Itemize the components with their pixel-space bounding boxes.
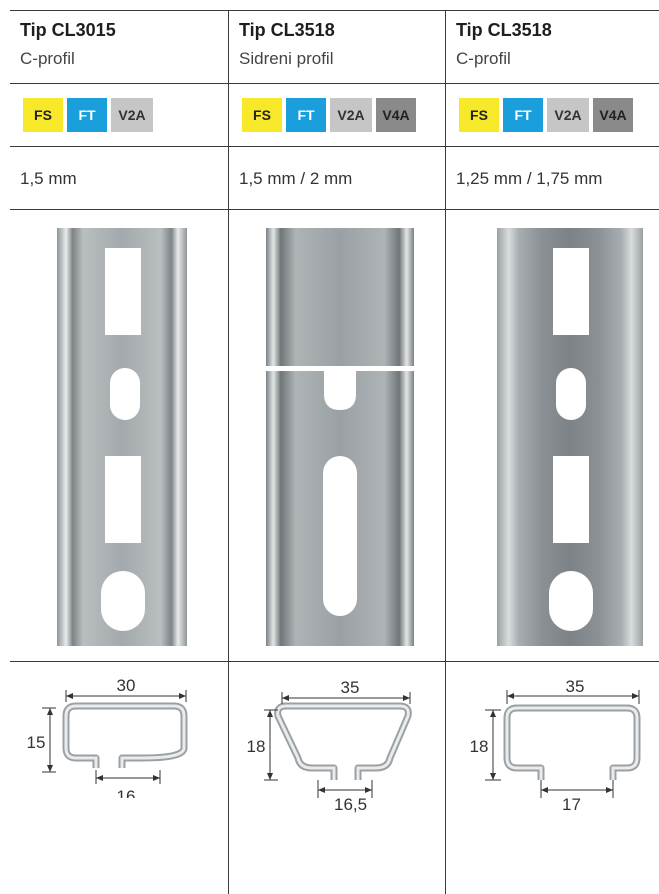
thickness-row-rule bbox=[10, 146, 659, 147]
cross-section-diagram: 35 18 bbox=[247, 678, 412, 798]
cross-section-diagram: 35 18 bbox=[470, 677, 641, 798]
dimension-width: 35 bbox=[566, 677, 585, 696]
dimension-height: 15 bbox=[27, 733, 46, 752]
badge-row-rule bbox=[10, 83, 659, 84]
column-subtitle: C-profil bbox=[456, 49, 511, 68]
column-title: Tip CL3518 bbox=[456, 20, 552, 40]
image-row-rule bbox=[10, 209, 659, 210]
dimension-width: 35 bbox=[341, 678, 360, 697]
badge-fs: FS bbox=[459, 98, 499, 132]
profile-rail-image bbox=[497, 228, 643, 646]
material-thickness: 1,5 mm bbox=[20, 169, 77, 188]
badge-v4a: V4A bbox=[376, 98, 416, 132]
top-rule bbox=[10, 10, 659, 11]
profile-rail-image bbox=[266, 228, 414, 646]
badge-v2a: V2A bbox=[111, 98, 153, 132]
column-title: Tip CL3518 bbox=[239, 20, 335, 40]
dimension-opening: 17 bbox=[562, 795, 581, 814]
material-badges: FS FT V2A bbox=[23, 98, 153, 132]
column-cl3518-anchor-profile: Tip CL3518 Sidreni profil FS FT V2A V4A … bbox=[228, 0, 445, 894]
badge-ft: FT bbox=[67, 98, 107, 132]
badge-v4a: V4A bbox=[593, 98, 633, 132]
dimension-width: 30 bbox=[117, 676, 136, 695]
badge-v2a: V2A bbox=[330, 98, 372, 132]
profile-rail-image bbox=[57, 228, 187, 646]
cross-section-diagram: 30 15 16 bbox=[27, 676, 188, 798]
column-cl3518-c-profile: Tip CL3518 C-profil FS FT V2A V4A 1,25 m… bbox=[445, 0, 659, 894]
material-badges: FS FT V2A V4A bbox=[242, 98, 416, 132]
dimension-opening: 16 bbox=[117, 787, 136, 798]
column-subtitle: Sidreni profil bbox=[239, 49, 334, 68]
badge-ft: FT bbox=[503, 98, 543, 132]
dimension-height: 18 bbox=[247, 737, 266, 756]
column-divider-2 bbox=[445, 10, 446, 894]
section-row-rule bbox=[10, 661, 659, 662]
material-thickness: 1,25 mm / 1,75 mm bbox=[456, 169, 603, 188]
dimension-opening: 16,5 bbox=[334, 795, 368, 814]
badge-v2a: V2A bbox=[547, 98, 589, 132]
column-cl3015-c-profile: Tip CL3015 C-profil FS FT V2A 1,5 mm bbox=[0, 0, 228, 894]
badge-fs: FS bbox=[23, 98, 63, 132]
badge-fs: FS bbox=[242, 98, 282, 132]
column-subtitle: C-profil bbox=[20, 49, 75, 68]
column-title: Tip CL3015 bbox=[20, 20, 116, 40]
badge-ft: FT bbox=[286, 98, 326, 132]
material-badges: FS FT V2A V4A bbox=[459, 98, 633, 132]
column-divider-1 bbox=[228, 10, 229, 894]
dimension-height: 18 bbox=[470, 737, 489, 756]
material-thickness: 1,5 mm / 2 mm bbox=[239, 169, 353, 188]
